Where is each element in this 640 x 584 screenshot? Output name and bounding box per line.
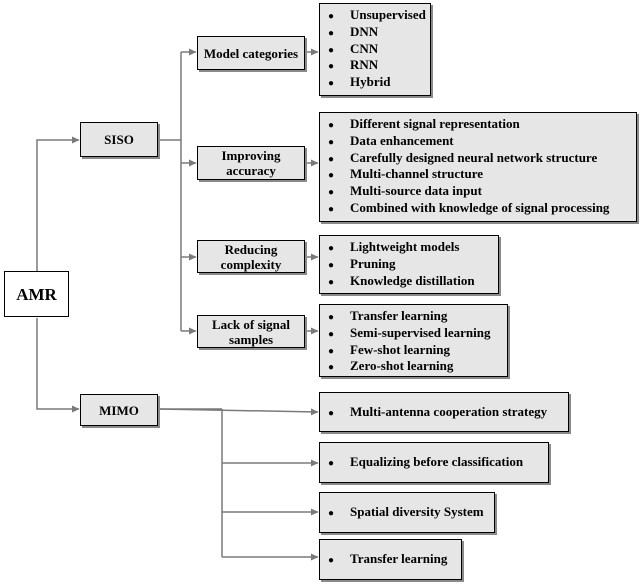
list-item: ●Multi-antenna cooperation strategy [328,403,548,419]
bullet-icon: ● [328,458,335,470]
list-item: ●Unsupervised [328,7,426,22]
mimo-item-1: ●Multi-antenna cooperation strategy [319,392,569,432]
reducing-complexity-label: Reducing complexity [220,241,282,272]
list-item: ●Spatial diversity System [328,504,484,520]
list-item: ●Lightweight models [328,239,460,254]
amr-root-label: AMR [16,284,57,304]
bullet-icon: ● [328,259,335,271]
mimo-label: MIMO [99,402,139,418]
model-categories-node: Model categories [197,36,305,70]
reducing-complexity-node: Reducing complexity [197,240,305,273]
mimo-item-3: ●Spatial diversity System [319,492,495,533]
connector-siso-trunk [158,52,182,331]
improving-accuracy-label: Improving accuracy [221,148,281,178]
list-item: ●RNN [328,57,379,73]
bullet-icon: ● [328,11,335,22]
bullet-icon: ● [328,312,335,323]
list-item: ●Transfer learning [328,308,448,323]
list-item: ●Few-shot learning [328,341,451,357]
list-item: ●Equalizing before classification [328,454,524,470]
bullet-icon: ● [328,203,335,215]
list-item: ●DNN [328,23,379,39]
improving-accuracy-list: ●Different signal representation ●Data e… [319,112,637,222]
bullet-icon: ● [328,276,335,288]
connector-amr-mimo [36,318,80,413]
list-item: ●Transfer learning [328,551,448,567]
list-item: ●Zero-shot learning [328,358,454,374]
list-item: ●Multi-channel structure [328,166,483,182]
bullet-icon: ● [328,187,335,199]
mimo-item-2: ●Equalizing before classification [319,442,549,483]
model-categories-list: ●Unsupervised ●DNN ●CNN ●RNN ●Hybrid [319,3,431,96]
lack-of-signal-samples-node: Lack of signal samples [197,315,305,348]
connector-amr-siso [36,136,80,272]
bullet-icon: ● [328,555,335,567]
mimo-node: MIMO [80,394,158,426]
model-categories-label: Model categories [203,45,299,61]
connector-mimo-trunk [158,408,223,557]
bullet-icon: ● [328,243,335,254]
bullet-icon: ● [328,153,335,165]
list-item: ●Knowledge distillation [328,272,475,288]
bullet-icon: ● [328,120,335,131]
mimo-item-4: ●Transfer learning [319,539,462,580]
list-item: ●Different signal representation [328,116,520,131]
bullet-icon: ● [328,44,335,56]
improving-accuracy-node: Improving accuracy [197,146,305,180]
bullet-icon: ● [328,136,335,148]
bullet-icon: ● [328,27,335,39]
bullet-icon: ● [328,508,335,520]
siso-label: SISO [104,132,134,147]
siso-node: SISO [80,122,158,157]
bullet-icon: ● [328,407,335,419]
bullet-icon: ● [328,170,335,182]
amr-root-node: AMR [4,271,69,317]
list-item: ●CNN [328,40,379,56]
bullet-icon: ● [328,328,335,340]
list-item: ●Semi-supervised learning [328,324,491,340]
connector-mimo-1 [157,408,319,416]
list-item: ●Pruning [328,255,396,271]
bullet-icon: ● [328,362,335,374]
reducing-complexity-list: ●Lightweight models ●Pruning ●Knowledge … [319,235,499,294]
bullet-icon: ● [328,78,335,90]
list-item: ●Carefully designed neural network struc… [328,149,598,165]
bullet-icon: ● [328,61,335,73]
list-item: ●Combined with knowledge of signal proce… [328,199,610,215]
list-item: ●Data enhancement [328,132,454,148]
bullet-icon: ● [328,345,335,357]
list-item: ●Hybrid [328,74,391,90]
lack-of-signal-samples-list: ●Transfer learning ●Semi-supervised lear… [319,304,508,377]
lack-of-signal-samples-label: Lack of signal samples [211,316,290,347]
list-item: ●Multi-source data input [328,183,482,199]
